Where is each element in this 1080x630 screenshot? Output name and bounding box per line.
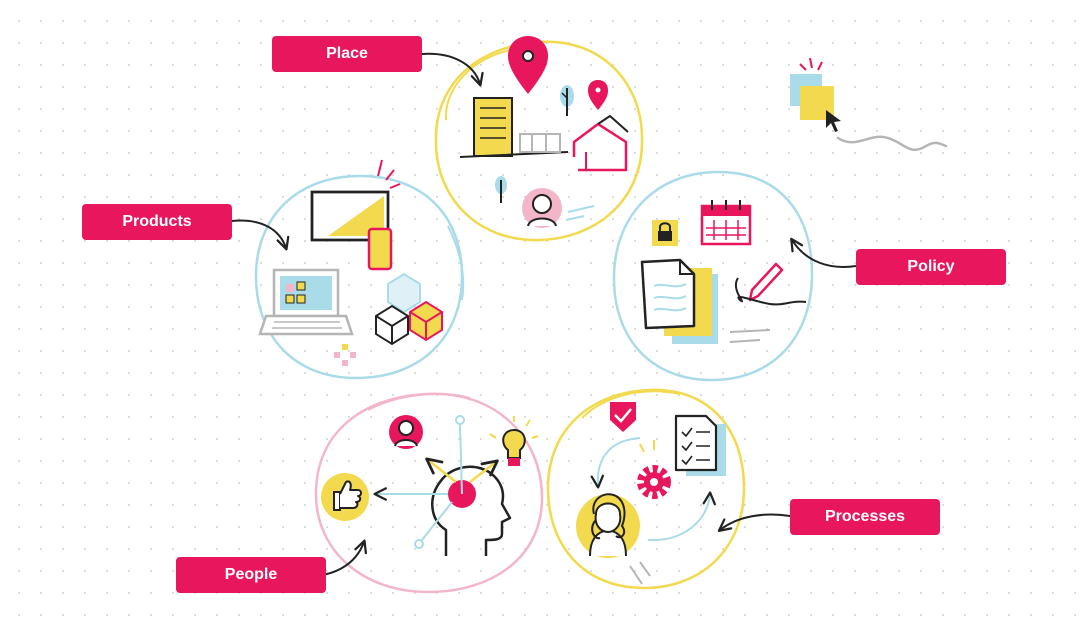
people-cluster xyxy=(314,392,544,594)
people-circle xyxy=(314,392,544,594)
products-connector-arrow xyxy=(231,219,290,251)
policy-circle xyxy=(612,170,814,382)
lightbulb-icon xyxy=(489,416,539,466)
location-pin-icon xyxy=(508,36,548,94)
laptop-icon xyxy=(258,268,354,336)
house-icon xyxy=(572,115,629,172)
processes-circle xyxy=(546,388,746,590)
document-stack-icon xyxy=(640,258,718,344)
cursor-sticky-notes-icon xyxy=(790,57,948,152)
products-cluster xyxy=(254,159,465,380)
processes-label: Processes xyxy=(790,499,940,535)
tablet-icon xyxy=(310,159,401,242)
pixel-sparkle-icon xyxy=(334,344,356,366)
products-label: Products xyxy=(82,204,232,240)
user-avatar-icon xyxy=(389,415,423,449)
checklist-icon xyxy=(674,414,726,476)
policy-cluster xyxy=(612,170,814,382)
building-icon xyxy=(459,97,569,158)
shield-check-icon xyxy=(610,402,636,432)
place-cluster xyxy=(434,36,644,242)
gear-icon xyxy=(637,440,671,499)
person-avatar-icon xyxy=(576,493,640,558)
place-connector-arrow xyxy=(421,52,484,87)
tree-icon xyxy=(560,85,574,116)
cycle-arrows xyxy=(590,437,716,542)
processes-connector-arrow xyxy=(717,513,791,532)
people-label: People xyxy=(176,557,326,593)
place-circle xyxy=(434,40,644,242)
policy-connector-arrow xyxy=(790,237,857,268)
place-label: Place xyxy=(272,36,422,72)
processes-cluster xyxy=(546,388,746,590)
cubes-icon xyxy=(375,272,443,346)
phone-icon xyxy=(367,227,393,271)
policy-label: Policy xyxy=(856,249,1006,285)
calendar-icon xyxy=(700,200,752,246)
fence-icon xyxy=(519,133,561,153)
products-circle xyxy=(254,174,464,380)
connection-lines xyxy=(373,415,499,549)
tree-icon-small xyxy=(495,176,507,203)
person-avatar-icon xyxy=(522,188,562,228)
pen-signature-icon xyxy=(729,262,807,343)
thumbs-up-icon xyxy=(321,473,369,521)
lock-icon xyxy=(652,220,678,246)
small-pin-icon xyxy=(588,80,608,110)
